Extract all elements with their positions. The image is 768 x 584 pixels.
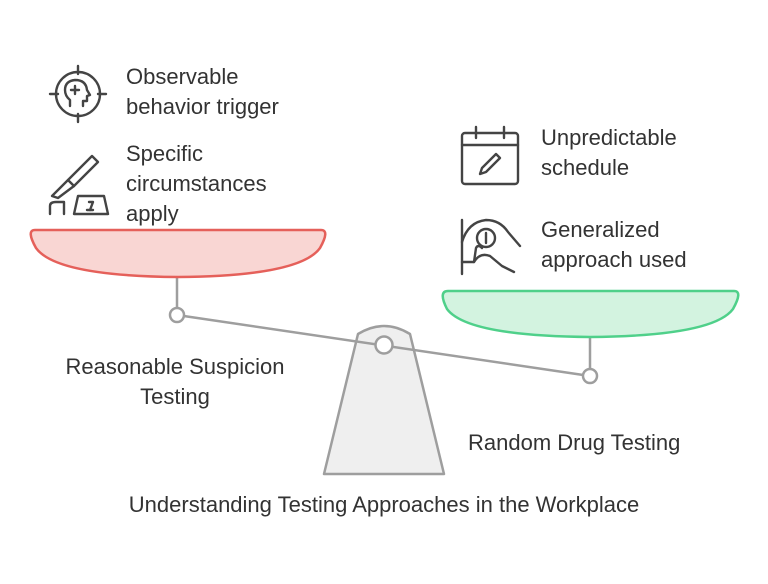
right-item-1-line-1: Unpredictable — [541, 125, 677, 150]
left-side-label-line-1: Reasonable Suspicion — [65, 354, 285, 379]
left-pan — [29, 228, 327, 279]
pivot-point — [374, 335, 394, 355]
left-side-label-line-2: Testing — [140, 384, 210, 409]
left-item-1-line-1: Observable — [126, 64, 239, 89]
right-item-1-text: Unpredictable schedule — [541, 123, 677, 183]
right-item-2-text: Generalized approach used — [541, 215, 687, 275]
left-item-2-line-1: Specific — [126, 141, 204, 166]
left-item-2-text: Specific circumstances apply — [126, 139, 267, 229]
left-side-label: Reasonable Suspicion Testing — [30, 352, 320, 412]
left-item-2-line-3: apply — [126, 201, 179, 226]
right-item-2-line-1: Generalized — [541, 217, 660, 242]
right-joint — [581, 367, 599, 385]
right-item-1-line-2: schedule — [541, 155, 630, 180]
hand-coin-icon — [460, 218, 522, 276]
left-item-2-line-2: circumstances — [126, 171, 267, 196]
scalpel-marker-icon — [48, 154, 110, 216]
left-joint — [168, 306, 186, 324]
calendar-pen-icon — [460, 125, 520, 186]
right-pan — [441, 289, 740, 339]
diagram-title: Understanding Testing Approaches in the … — [128, 492, 640, 517]
target-head-icon — [48, 64, 108, 124]
right-item-2-line-2: approach used — [541, 247, 687, 272]
fulcrum — [322, 324, 446, 476]
left-item-1-line-2: behavior trigger — [126, 94, 279, 119]
right-side-label: Random Drug Testing — [468, 430, 681, 455]
left-item-1-text: Observable behavior trigger — [126, 62, 279, 122]
